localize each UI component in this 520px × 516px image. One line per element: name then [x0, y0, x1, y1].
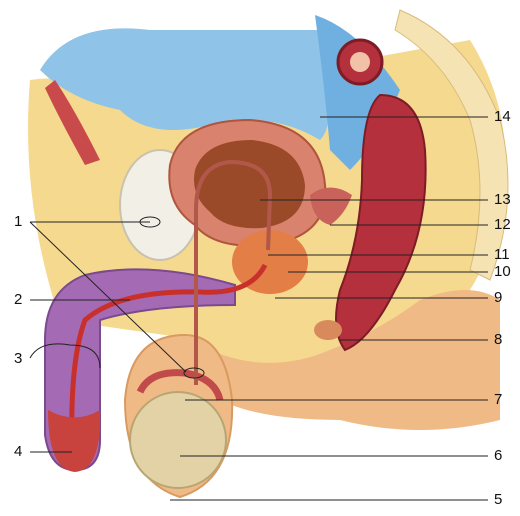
label-3: 3 [14, 351, 22, 366]
label-14: 14 [494, 109, 511, 124]
label-4: 4 [14, 444, 22, 459]
label-2: 2 [14, 292, 22, 307]
label-8: 8 [494, 332, 502, 347]
label-5: 5 [494, 492, 502, 507]
anal-region [314, 320, 342, 340]
label-12: 12 [494, 217, 511, 232]
label-6: 6 [494, 448, 502, 463]
label-10: 10 [494, 264, 511, 279]
colon-lumen [350, 52, 370, 72]
testis [130, 392, 226, 488]
label-13: 13 [494, 192, 511, 207]
label-9: 9 [494, 290, 502, 305]
label-11: 11 [494, 247, 510, 262]
label-1: 1 [14, 214, 22, 229]
label-7: 7 [494, 392, 502, 407]
